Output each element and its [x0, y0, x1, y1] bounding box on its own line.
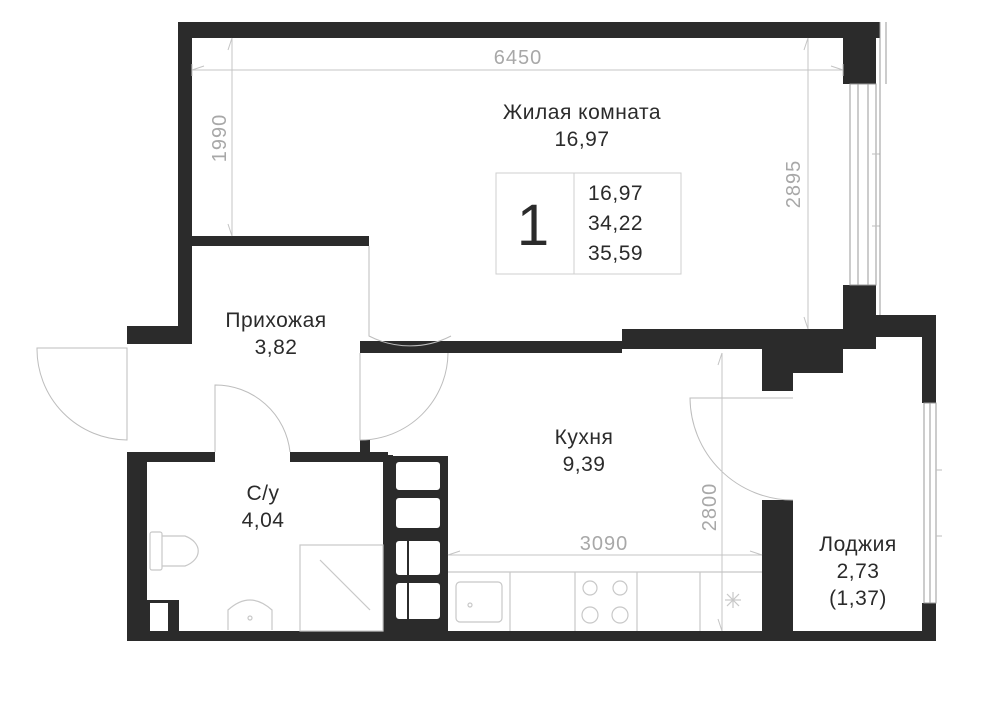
wall-loggia-right: [922, 315, 936, 403]
wall-hallway-right-stub: [360, 440, 370, 456]
wall-top: [178, 22, 880, 38]
living-door: [368, 246, 452, 347]
kitchen-door: [359, 352, 449, 441]
summary-rooms-count: 1: [517, 193, 549, 258]
wall-kitchen-right-block: [762, 349, 793, 391]
kitchen-counter: [448, 571, 762, 631]
wall-living-right-upper: [843, 22, 876, 84]
living-window: [849, 83, 877, 286]
room-bathroom-name: С/у: [247, 482, 280, 505]
toilet: [149, 531, 199, 571]
summary-total-area: 34,22: [588, 212, 643, 235]
summary-box: 1 16,97 34,22 35,59: [495, 172, 682, 275]
wall-living-kitchen: [622, 329, 843, 349]
room-hallway-area: 3,82: [255, 336, 298, 359]
summary-living-area: 16,97: [588, 182, 643, 205]
summary-total-area-with-loggia: 35,59: [588, 242, 643, 265]
shower: [299, 544, 384, 632]
bathroom-door: [214, 384, 291, 453]
room-living-name: Жилая комната: [503, 101, 661, 124]
wall-bottom: [127, 631, 936, 641]
room-kitchen-name: Кухня: [555, 426, 614, 449]
wall-living-hallway: [192, 236, 369, 246]
dim-kitchen-width: 3090: [580, 533, 629, 555]
dim-living-height-left: 1990: [209, 114, 231, 163]
loggia-door: [689, 397, 794, 501]
wall-hallway-left: [127, 326, 192, 344]
room-living-area: 16,97: [554, 128, 609, 151]
walls: [127, 22, 936, 641]
windows: [849, 22, 942, 604]
wall-kitchen-step: [793, 349, 843, 373]
dim-living-width: 6450: [494, 47, 543, 69]
room-kitchen-area: 9,39: [563, 453, 606, 476]
room-hallway-name: Прихожая: [225, 309, 326, 332]
wall-bathroom-top-right: [290, 452, 388, 462]
dim-living-height-right: 2895: [783, 160, 805, 209]
wall-kitchen-loggia: [762, 500, 793, 641]
wall-loggia-top: [876, 315, 936, 337]
fixtures: [149, 531, 762, 632]
room-loggia-name: Лоджия: [819, 533, 896, 556]
wall-bathroom-left: [127, 452, 147, 641]
wall-living-left: [178, 22, 192, 344]
wall-bathroom-top-left: [147, 452, 215, 462]
wall-hall-kitchen: [360, 341, 622, 353]
room-loggia-reduced-area: (1,37): [829, 587, 887, 610]
dim-kitchen-height: 2800: [699, 483, 721, 532]
bathroom-sink: [227, 599, 273, 630]
room-loggia-area: 2,73: [837, 560, 880, 583]
room-bathroom-area: 4,04: [242, 509, 285, 532]
doors: [36, 246, 794, 501]
vent-shaft: [388, 456, 448, 631]
entrance-door: [36, 347, 128, 441]
dimension-lines: [191, 37, 844, 632]
wall-living-right-lower: [843, 285, 876, 349]
